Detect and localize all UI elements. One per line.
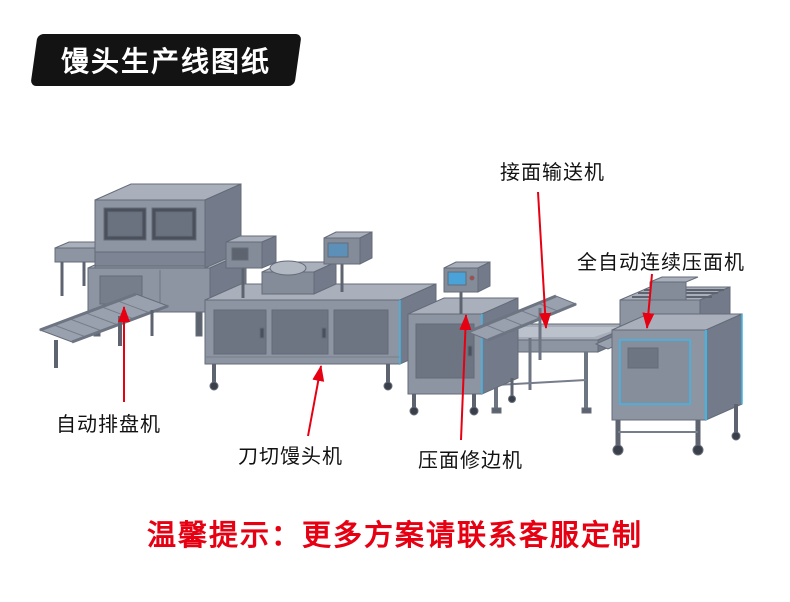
- footer-notice: 温馨提示：更多方案请联系客服定制: [146, 520, 643, 552]
- label-edge-trimmer: 压面修边机: [418, 450, 523, 472]
- incline-belt: [466, 294, 578, 360]
- arrow-continuous-press: [642, 273, 655, 329]
- machine-continuous-press: [594, 276, 743, 456]
- label-tray-arranger: 自动排盘机: [56, 414, 161, 436]
- arrow-dough-conveyor: [537, 191, 552, 329]
- machine-tray-arranger: [38, 183, 247, 368]
- arrow-edge-trimmer: [459, 314, 472, 441]
- label-dough-conveyor: 接面输送机: [500, 162, 605, 184]
- label-continuous-press: 全自动连续压面机: [577, 252, 745, 274]
- pointer-arrows: [118, 191, 655, 441]
- label-bun-cutter: 刀切馒头机: [238, 446, 343, 468]
- arrow-bun-cutter: [307, 365, 325, 437]
